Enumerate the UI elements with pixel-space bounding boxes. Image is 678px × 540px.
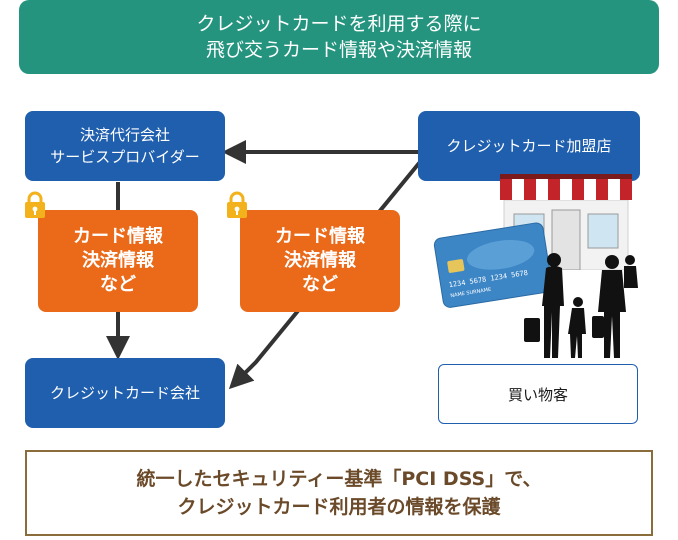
- psp-line-2: サービスプロバイダー: [50, 148, 200, 166]
- lock-icon: [25, 191, 45, 218]
- data-box-left-line-3: など: [100, 274, 136, 295]
- psp-box: 決済代行会社 サービスプロバイダー: [25, 111, 225, 181]
- data-box-left: カード情報 決済情報 など: [38, 210, 198, 312]
- data-box-right-line-1: カード情報: [275, 226, 365, 247]
- credit-card-icon: 1234 5678 1234 5678 NAME SURNAME: [433, 222, 553, 308]
- header-line-2: 飛び交うカード情報や決済情報: [205, 39, 472, 61]
- card-company-box: クレジットカード会社: [25, 358, 225, 428]
- data-box-left-line-2: 決済情報: [82, 250, 154, 271]
- shopping-family-icon: [524, 253, 638, 358]
- shopper-box: 買い物客: [438, 364, 638, 424]
- merchant-label: クレジットカード加盟店: [446, 137, 612, 155]
- data-box-right-line-3: など: [302, 274, 338, 295]
- data-box-right-line-2: 決済情報: [284, 250, 356, 271]
- card-company-label: クレジットカード会社: [49, 384, 200, 402]
- header-banner: クレジットカードを利用する際に 飛び交うカード情報や決済情報: [19, 0, 659, 74]
- footer-box: 統一したセキュリティー基準「PCI DSS」で、 クレジットカード利用者の情報を…: [25, 450, 653, 536]
- footer-line-2: クレジットカード利用者の情報を保護: [177, 496, 501, 518]
- header-line-1: クレジットカードを利用する際に: [196, 13, 482, 35]
- data-box-right: カード情報 決済情報 など: [240, 210, 400, 312]
- psp-line-1: 決済代行会社: [79, 126, 170, 144]
- merchant-box: クレジットカード加盟店: [418, 111, 640, 181]
- data-box-left-line-1: カード情報: [73, 226, 163, 247]
- footer-line-1: 統一したセキュリティー基準「PCI DSS」で、: [136, 468, 542, 490]
- shopper-label: 買い物客: [507, 385, 568, 404]
- lock-icon: [227, 191, 247, 218]
